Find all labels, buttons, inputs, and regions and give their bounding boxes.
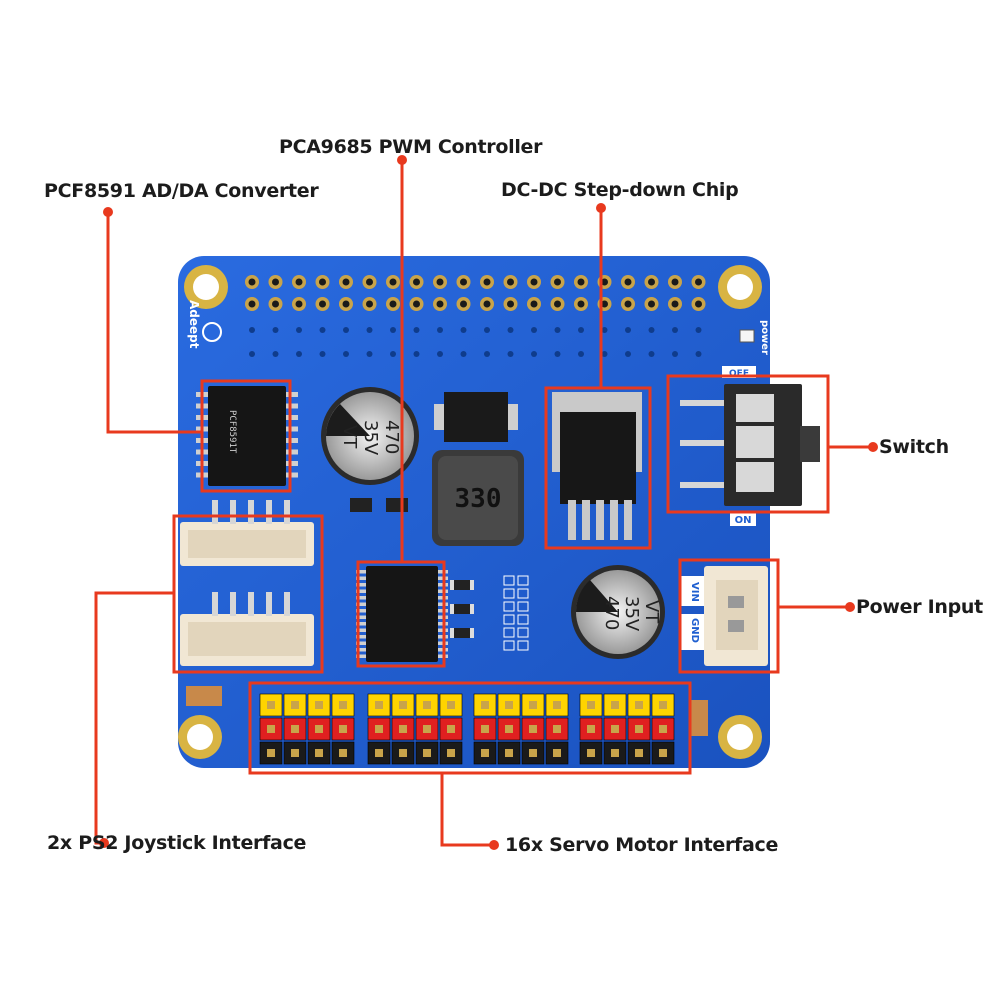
cap-left-series: VT: [339, 425, 360, 449]
inductor-value: 330: [455, 484, 502, 514]
cap-right-voltage: 35V: [621, 596, 642, 632]
callout-box-power: [678, 558, 780, 674]
callout-stepdown-chip: DC-DC Step-down Chip: [501, 179, 739, 201]
brand-silkscreen: Adeept: [187, 300, 201, 349]
callout-power-input: Power Input: [856, 596, 983, 618]
callout-boxes: [172, 374, 830, 775]
callout-box-stepdown: [544, 386, 652, 550]
callout-pwm-controller: PCA9685 PWM Controller: [279, 136, 543, 158]
power-led-silkscreen: power: [759, 320, 770, 355]
inductor: 330: [432, 450, 524, 546]
address-jumper-pads: [503, 575, 529, 651]
servo-headers: [259, 693, 675, 765]
callout-switch: Switch: [879, 436, 949, 458]
cap-left-value: 470: [381, 420, 402, 454]
slide-switch: ON OFF: [680, 366, 820, 526]
brand-logo: Adeept: [187, 300, 222, 349]
pcf8591-chip: PCF8591T: [196, 386, 298, 486]
power-input-connector: VIN GND: [680, 566, 768, 666]
smd-resistors: [350, 498, 474, 638]
power-led: [739, 329, 755, 343]
callout-joystick-interface: 2x PS2 Joystick Interface: [47, 832, 307, 854]
joystick-connector-1: [180, 500, 314, 566]
dcdc-regulator-chip: [552, 392, 642, 540]
callout-adda-converter: PCF8591 AD/DA Converter: [44, 180, 319, 202]
callout-box-adda: [200, 379, 292, 493]
callout-box-servo: [248, 681, 692, 775]
via-grid: [249, 327, 702, 357]
callout-box-switch: [666, 374, 830, 514]
smd-capacitor-b: [690, 700, 708, 736]
capacitor-right: 470 35V VT: [571, 565, 665, 659]
cap-right-value: 470: [601, 596, 622, 630]
joystick-connector-2: [180, 592, 314, 666]
cap-left-voltage: 35V: [360, 420, 381, 456]
mounting-holes: [178, 265, 762, 759]
switch-off-silkscreen: OFF: [729, 369, 749, 379]
callout-servo-interface: 16x Servo Motor Interface: [505, 834, 779, 856]
svg-text:PCF8591T: PCF8591T: [227, 410, 237, 454]
vin-silkscreen: VIN: [689, 582, 700, 602]
diode: [434, 392, 518, 442]
capacitor-left: 470 35V VT: [321, 387, 419, 485]
gnd-silkscreen: GND: [689, 618, 700, 643]
pca9685-chip: [356, 566, 448, 662]
callout-dots: [99, 155, 878, 850]
switch-on-silkscreen: ON: [735, 515, 752, 526]
cap-right-series: VT: [641, 600, 662, 624]
gpio-header-holes: [245, 275, 706, 311]
smd-capacitor-a: [186, 686, 222, 706]
